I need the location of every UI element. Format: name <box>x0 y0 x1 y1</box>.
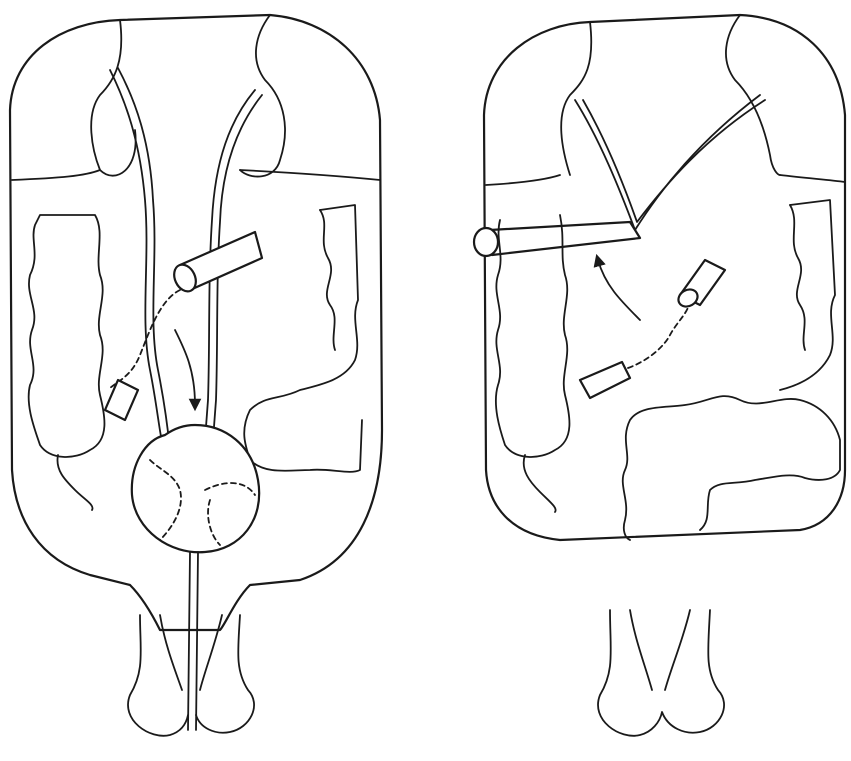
left-genitalia <box>128 615 254 736</box>
left-bladder <box>132 425 259 552</box>
left-appendix <box>57 455 92 510</box>
right-ureter-v-inner <box>583 100 765 222</box>
right-colon-upper-right <box>726 15 780 175</box>
right-stub <box>580 362 630 398</box>
left-descending-colon <box>244 205 362 472</box>
right-stoma <box>474 228 498 256</box>
left-colon-upper-left <box>91 20 135 176</box>
left-panel <box>10 15 382 736</box>
right-upper-line <box>486 175 845 185</box>
right-lower-bowel <box>623 396 840 540</box>
right-genitalia <box>598 610 724 736</box>
right-appendix <box>524 455 556 512</box>
right-descending-colon <box>780 200 835 390</box>
right-curved-arrow <box>598 260 640 320</box>
left-descending-colon-inner <box>320 210 335 350</box>
right-dashed-path <box>628 298 690 368</box>
right-ileal-conduit <box>490 222 640 255</box>
right-panel <box>474 15 845 736</box>
right-ureter-v <box>575 95 760 230</box>
left-urethra <box>188 552 198 730</box>
left-upper-line <box>12 170 380 180</box>
right-descending-colon-inner <box>790 205 805 350</box>
left-stub <box>105 380 138 420</box>
right-colon-upper-left <box>561 22 591 175</box>
right-abdominal-outline <box>484 15 845 540</box>
left-ascending-colon <box>29 215 105 457</box>
left-curved-arrow <box>175 330 195 405</box>
